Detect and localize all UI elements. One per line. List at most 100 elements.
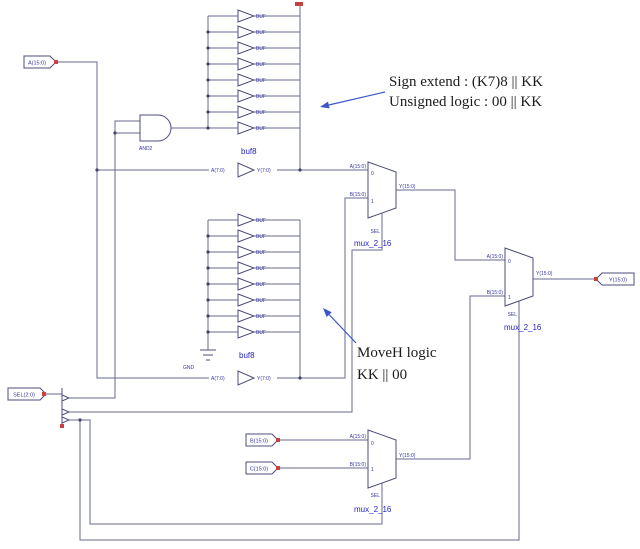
buf-triangle-icon[interactable] bbox=[237, 213, 256, 227]
bus-in-label: A(7:0) bbox=[211, 376, 225, 382]
sel-bus-splitter[interactable] bbox=[61, 388, 71, 426]
mux-sel0-label: 0 bbox=[508, 259, 511, 265]
buf-label: BUF bbox=[256, 62, 266, 68]
bus-buffer-triangle-icon[interactable] bbox=[237, 370, 256, 386]
mux-instance-label: mux_2_16 bbox=[354, 239, 392, 248]
buf-triangle-icon[interactable] bbox=[237, 245, 256, 259]
port-sel-label: SEL(2:0) bbox=[13, 393, 35, 399]
mux-sel1-label: 1 bbox=[371, 199, 374, 205]
port-b[interactable]: B(15:0) bbox=[245, 433, 279, 447]
mux-pin-a-label: A(15:0) bbox=[350, 434, 367, 440]
wire-mux3y-to-mux2b bbox=[396, 295, 505, 460]
port-y-output[interactable]: Y(15:0) bbox=[595, 272, 635, 286]
buf-stack-top[interactable]: BUF BUF BUF BUF BUF BUF BUF BUF buf8 bbox=[237, 9, 266, 156]
buf-label: BUF bbox=[256, 218, 266, 224]
mux-2-16-right[interactable]: A(15:0) B(15:0) 0 1 Y(15:0) SEL mux_2_16 bbox=[487, 247, 553, 332]
annotation-moveh: MoveH logic KK || 00 bbox=[323, 308, 437, 383]
port-b-flag[interactable] bbox=[245, 433, 279, 447]
buf-label: BUF bbox=[256, 94, 266, 100]
annotation-text: KK || 00 bbox=[357, 367, 407, 383]
port-a-flag[interactable] bbox=[23, 55, 57, 69]
wire-sel-to-mux1 bbox=[69, 213, 383, 413]
bus-buffer-bottom[interactable]: A(7:0) Y(7:0) bbox=[211, 370, 271, 386]
mux-sel0-label: 0 bbox=[371, 441, 374, 447]
buf-triangle-icon[interactable] bbox=[237, 57, 256, 71]
buf-triangle-icon[interactable] bbox=[237, 277, 256, 291]
gnd-symbol[interactable]: GND bbox=[183, 349, 216, 371]
buf-triangle-icon[interactable] bbox=[237, 229, 256, 243]
wire-sel-to-and bbox=[69, 120, 140, 399]
and2-gate[interactable]: AND2 bbox=[139, 114, 172, 152]
wire-sel-to-mux3 bbox=[69, 419, 383, 525]
and-gate-label: AND2 bbox=[139, 146, 153, 152]
bus-out-label: Y(7:0) bbox=[257, 376, 271, 382]
bus-buffer-triangle-icon[interactable] bbox=[237, 162, 256, 178]
buf-triangle-icon[interactable] bbox=[237, 325, 256, 339]
buf-triangle-icon[interactable] bbox=[237, 309, 256, 323]
mux-pin-b-label: B(15:0) bbox=[350, 462, 367, 468]
port-y-label: Y(15:0) bbox=[609, 278, 627, 284]
mux-pin-a-label: A(15:0) bbox=[350, 164, 367, 170]
buf-triangle-icon[interactable] bbox=[237, 293, 256, 307]
buf-triangle-icon[interactable] bbox=[237, 9, 256, 23]
mux-2-16-top[interactable]: A(15:0) B(15:0) 0 1 Y(15:0) SEL mux_2_16 bbox=[350, 161, 416, 248]
mux-2-16-bottom[interactable]: A(15:0) B(15:0) 0 1 Y(15:0) SEL mux_2_16 bbox=[350, 429, 416, 514]
buf8-instance-label: buf8 bbox=[239, 351, 255, 360]
mux-pin-b-label: B(15:0) bbox=[487, 290, 504, 296]
gnd-label: GND bbox=[183, 365, 195, 371]
unconnected-pin-markers bbox=[42, 2, 598, 470]
buf-label: BUF bbox=[256, 250, 266, 256]
port-a[interactable]: A(15:0) bbox=[23, 55, 57, 69]
annotation-arrow-icon bbox=[323, 308, 332, 317]
port-c-label: C(15:0) bbox=[250, 467, 269, 473]
splitter-tap-icon bbox=[61, 394, 71, 402]
annotation-arrow-icon bbox=[320, 101, 330, 109]
buf-triangle-icon[interactable] bbox=[237, 121, 256, 135]
buf-triangle-icon[interactable] bbox=[237, 41, 256, 55]
mux-body[interactable] bbox=[504, 247, 534, 307]
buf-label: BUF bbox=[256, 234, 266, 240]
mux-pin-sel-label: SEL bbox=[508, 312, 518, 318]
wire-sel-to-mux2 bbox=[79, 301, 520, 541]
port-sel-flag[interactable] bbox=[7, 387, 47, 401]
bus-in-label: A(7:0) bbox=[211, 168, 225, 174]
mux-pin-sel-label: SEL bbox=[371, 229, 381, 235]
port-y-flag[interactable] bbox=[595, 272, 635, 286]
mux-body[interactable] bbox=[367, 429, 397, 489]
buf-triangle-icon[interactable] bbox=[237, 261, 256, 275]
port-a-label: A(15:0) bbox=[28, 61, 46, 67]
bus-buffer-top[interactable]: A(7:0) Y(7:0) bbox=[211, 162, 271, 178]
buf-triangle-icon[interactable] bbox=[237, 73, 256, 87]
and-gate-body[interactable] bbox=[139, 114, 172, 142]
wire-mux1y-to-mux2a bbox=[396, 189, 505, 261]
mux-pin-sel-label: SEL bbox=[371, 493, 381, 499]
mux-sel1-label: 1 bbox=[371, 467, 374, 473]
mux-sel1-label: 1 bbox=[508, 295, 511, 301]
port-b-label: B(15:0) bbox=[250, 439, 268, 445]
annotation-text: Sign extend : (K7)8 || KK bbox=[389, 74, 543, 90]
port-c-flag[interactable] bbox=[245, 461, 279, 475]
buf-triangle-icon[interactable] bbox=[237, 105, 256, 119]
buf-triangle-icon[interactable] bbox=[237, 25, 256, 39]
mux-pin-y-label: Y(15:0) bbox=[536, 271, 553, 277]
mux-body[interactable] bbox=[367, 161, 397, 219]
mux-instance-label: mux_2_16 bbox=[504, 323, 542, 332]
annotation-text: Unsigned logic : 00 || KK bbox=[389, 94, 542, 110]
buf-label: BUF bbox=[256, 126, 266, 132]
buf-stack-bottom[interactable]: BUF BUF BUF BUF BUF BUF BUF BUF buf8 bbox=[237, 213, 266, 360]
annotation-sign-extend: Sign extend : (K7)8 || KK Unsigned logic… bbox=[320, 74, 543, 110]
mux-pin-y-label: Y(15:0) bbox=[399, 184, 416, 190]
port-sel[interactable]: SEL(2:0) bbox=[7, 387, 47, 401]
buf-label: BUF bbox=[256, 330, 266, 336]
buf-label: BUF bbox=[256, 266, 266, 272]
buf-triangle-icon[interactable] bbox=[237, 89, 256, 103]
wire-row2-to-mux1b bbox=[277, 197, 368, 379]
splitter-tap-icon bbox=[61, 408, 71, 416]
annotation-text: MoveH logic bbox=[357, 345, 437, 361]
port-c[interactable]: C(15:0) bbox=[245, 461, 279, 475]
buf-label: BUF bbox=[256, 78, 266, 84]
mux-pin-a-label: A(15:0) bbox=[487, 254, 504, 260]
mux-pin-b-label: B(15:0) bbox=[350, 192, 367, 198]
mux-pin-y-label: Y(15:0) bbox=[399, 453, 416, 459]
buf-label: BUF bbox=[256, 110, 266, 116]
